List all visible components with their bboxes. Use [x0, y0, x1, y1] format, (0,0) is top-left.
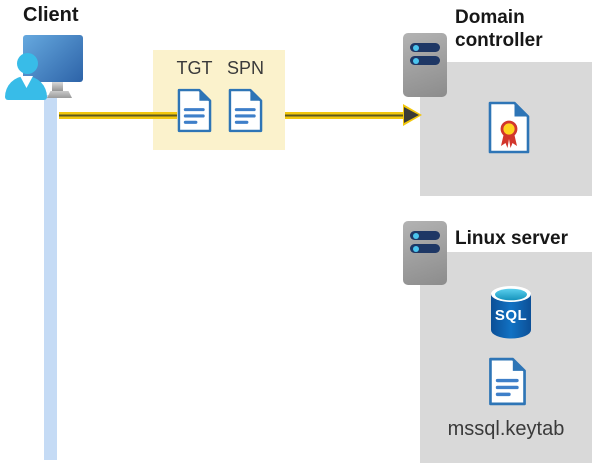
tgt-label: TGT — [176, 58, 213, 78]
monitor-stand-base — [47, 91, 72, 98]
user-icon-head — [17, 53, 38, 74]
domain-controller-server-icon — [403, 33, 447, 97]
sql-label: SQL — [494, 307, 528, 324]
user-icon-collar — [20, 76, 33, 88]
ticket-box: TGT SPN — [153, 50, 285, 150]
domain-controller-box — [420, 62, 592, 196]
tgt-document-icon — [177, 88, 212, 138]
server-led — [413, 232, 419, 239]
server-drive-bay — [410, 231, 440, 240]
linux-server-box: SQL mssql.keytab — [420, 252, 592, 463]
domain-controller-label: Domain controller — [455, 7, 543, 51]
server-drive-bay — [410, 43, 440, 52]
server-drive-bay — [410, 244, 440, 253]
kerberos-arrow-segment-right — [285, 112, 404, 119]
spn-label: SPN — [226, 58, 264, 78]
certificate-icon — [488, 101, 530, 159]
client-label: Client — [23, 4, 79, 26]
sql-database-icon: SQL — [489, 284, 533, 340]
spn-document-icon — [228, 88, 263, 138]
linux-server-label: Linux server — [455, 228, 568, 249]
server-led — [413, 245, 419, 252]
kerberos-arrow-segment-left — [59, 112, 177, 119]
linux-server-icon — [403, 221, 447, 285]
monitor-stand-neck — [52, 82, 63, 92]
server-led — [413, 44, 419, 51]
client-connection-line — [44, 95, 57, 460]
keytab-filename: mssql.keytab — [447, 418, 565, 440]
keytab-document-icon — [488, 357, 527, 411]
server-led — [413, 57, 419, 64]
arrow-right-icon-core — [404, 107, 419, 123]
server-drive-bay — [410, 56, 440, 65]
